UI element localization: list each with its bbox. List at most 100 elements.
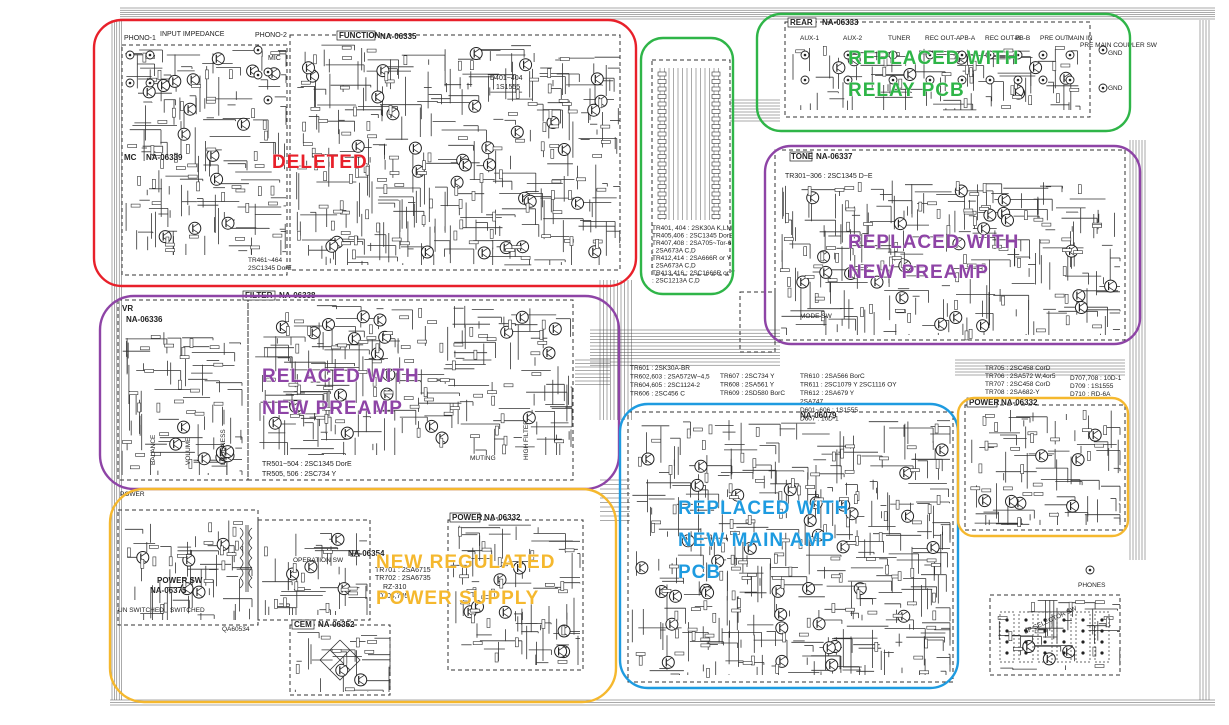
power-sw-id: NA-06375	[150, 586, 187, 595]
transistor-spec-line: TR705 : 2SC458 CorD	[985, 365, 1051, 372]
phono2-label: PHONO-2	[255, 32, 287, 39]
transistor-spec-line: TR610 : 2SA566 BorC	[800, 373, 865, 380]
power-a-label: POWER	[452, 513, 482, 522]
filter-tr1-label: TR501~504 : 2SC1345 DorE	[262, 461, 352, 468]
psu-tr2-label: TR702 : 2SA6735	[375, 575, 431, 582]
main-annotation-line1: REPLACED WITH	[678, 498, 849, 519]
main-amp-region-box	[618, 402, 960, 690]
tone-id: NA-06337	[816, 152, 853, 161]
main-annotation-line2: NEW MAIN AMP	[678, 530, 835, 551]
main-annotation-line3: PCB	[678, 562, 721, 583]
transistor-spec-line: D710 : RD-6A	[1070, 391, 1111, 398]
transistor-spec-line: TR607 : 2SC734 Y	[720, 373, 775, 380]
aux1-label: AUX-1	[800, 35, 820, 42]
rec-a-label: REC OUT-A	[925, 35, 961, 42]
input-connector-region-box	[639, 36, 735, 296]
transistor-spec-line: D709 : 1S1555	[1070, 383, 1114, 390]
transistor-spec-line: TR611 : 2SC1079 Y 2SC1116 OY	[800, 382, 897, 389]
main-amp-id: NA-06079	[800, 411, 837, 420]
pre-out-label: PRE OUT	[1040, 35, 1069, 42]
tone-annotation-line2: NEW PREAMP	[848, 262, 989, 283]
rear-id: NA-06333	[822, 18, 859, 27]
phono1-label: PHONO-1	[124, 35, 156, 42]
transistor-spec-line: TR608 : 2SA561 Y	[720, 382, 775, 389]
psu-annotation-line2: POWER SUPPLY	[376, 588, 539, 609]
input-impedance-label: INPUT IMPEDANCE	[160, 31, 225, 38]
transistor-list-main-amp: TR601 : 2SK30A-BR TR602,603 : 2SA572W~4,5…	[630, 365, 897, 423]
mc-tr2-label: 2SC1345 DorE	[248, 265, 292, 272]
psu-tr1-label: TR701 : 2SA6715	[375, 567, 431, 574]
tone-label: TONE	[791, 152, 814, 161]
tone-annotation-line1: REPLACED WITH	[848, 232, 1019, 253]
transistor-spec-line: TR609 : 2SD580 BorC	[720, 390, 785, 397]
transistor-spec-line: TR601 : 2SK30A-BR	[630, 365, 690, 372]
circuit-wiring	[110, 7, 1215, 706]
transistor-spec-line: TR708 : 2SA682-Y	[985, 389, 1040, 396]
muting-label: MUTING	[470, 455, 496, 462]
switched-label: SWITCHED	[170, 607, 205, 614]
annotation-overlays: DELETED REPLACED WITH RELAY PCB REPLACED…	[92, 12, 1142, 704]
transistor-spec-line: 2SA747	[800, 399, 824, 406]
transistor-spec-line: TR604,605 : 2SC1124-2	[630, 382, 700, 389]
main-in-label: MAIN IN	[1068, 35, 1093, 42]
vr-id: NA-06336	[126, 315, 163, 324]
loudness-label: LOUDNESS	[220, 429, 227, 465]
power-sw-label: POWER SW	[157, 576, 203, 585]
phones-label: PHONES	[1078, 582, 1106, 589]
pb-b-label: PB-B	[1015, 35, 1030, 42]
d401-label: D401~404	[490, 75, 523, 82]
transistor-spec-line: D607 : 10D-1	[800, 416, 839, 423]
aux2-label: AUX-2	[843, 35, 863, 42]
tuner-label: TUNER	[888, 35, 911, 42]
transistor-spec-line: TR401, 404 : 2SK30A K,LM	[652, 225, 732, 232]
transistor-spec-line: : 2SC1213A C,D	[652, 278, 700, 285]
high-filter-label: HIGH FILTER	[523, 420, 530, 460]
vr-label: VR	[122, 304, 133, 313]
un-switched-label: UN SWITCHED	[118, 607, 164, 614]
board-outlines	[117, 21, 1126, 696]
deleted-region-box	[92, 18, 638, 288]
d401b-label: 1S1555	[496, 84, 520, 91]
rear-label: REAR	[790, 18, 813, 27]
transistor-spec-line: TR407,408 : 2SA705~Tor-6	[652, 240, 732, 247]
mc-id: NA-06339	[146, 153, 183, 162]
transistor-spec-line: : 2SA673A C,D	[652, 263, 696, 270]
transistor-spec-line: TR707 : 2SC458 CorD	[985, 381, 1051, 388]
power-label: POWER	[120, 491, 145, 498]
deleted-annotation: DELETED	[272, 152, 368, 173]
filter-annotation-line1: RELACED WITH	[262, 366, 420, 387]
transistor-spec-line: TR412,414 : 2SA666R or Y	[652, 255, 732, 262]
psu-d2-label: D704,705	[378, 593, 408, 600]
transistor-spec-line: : 2SA673A C,D	[652, 248, 696, 255]
operation-sw-label: OPERATION SW	[293, 557, 344, 564]
mc-tr-label: TR461~464	[248, 257, 283, 264]
na06354-label: NA-06354	[348, 549, 385, 558]
qa60534-label: QA60534	[222, 626, 250, 633]
coupler-label: PRE MAIN COUPLER SW	[1080, 42, 1158, 49]
gnd1-label: GND	[1108, 50, 1123, 57]
tone-preamp-region-box	[763, 144, 1142, 346]
transistor-spec-line: D601~606 : 1S1555	[800, 407, 858, 414]
mic-label: MIC	[268, 55, 281, 62]
tone-tr-label: TR301~306 : 2SC1345 D~E	[785, 173, 873, 180]
power-board-region-box	[956, 396, 1130, 538]
filter-tr2-label: TR505, 506 : 2SC734 Y	[262, 471, 337, 478]
relay-annotation-line1: REPLACED WITH	[848, 48, 1019, 69]
power-b-id: NA-06332	[1001, 398, 1038, 407]
gnd2-label: GND	[1108, 85, 1123, 92]
transistor-spec-line: TR602,603 : 2SA572W~4,5	[630, 374, 710, 381]
circuit-components	[122, 45, 1118, 692]
function-id: NA-06335	[380, 32, 417, 41]
filter-annotation-line2: NEW PREAMP	[262, 398, 403, 419]
transistor-spec-line: D707,708 : 10D-1	[1070, 375, 1122, 382]
relay-annotation-line2: RELAY PCB	[848, 80, 965, 101]
transistor-spec-line: TR413,416 : 2SC1666R or Y	[652, 270, 736, 277]
rear-relay-region-box	[755, 12, 1132, 133]
transistor-spec-line: TR405,406 : 2SC1345 DorE	[652, 233, 734, 240]
power-b-label: POWER	[969, 398, 999, 407]
rec-b-label: REC OUT-B	[985, 35, 1020, 42]
power-a-id: NA-06332	[484, 513, 521, 522]
